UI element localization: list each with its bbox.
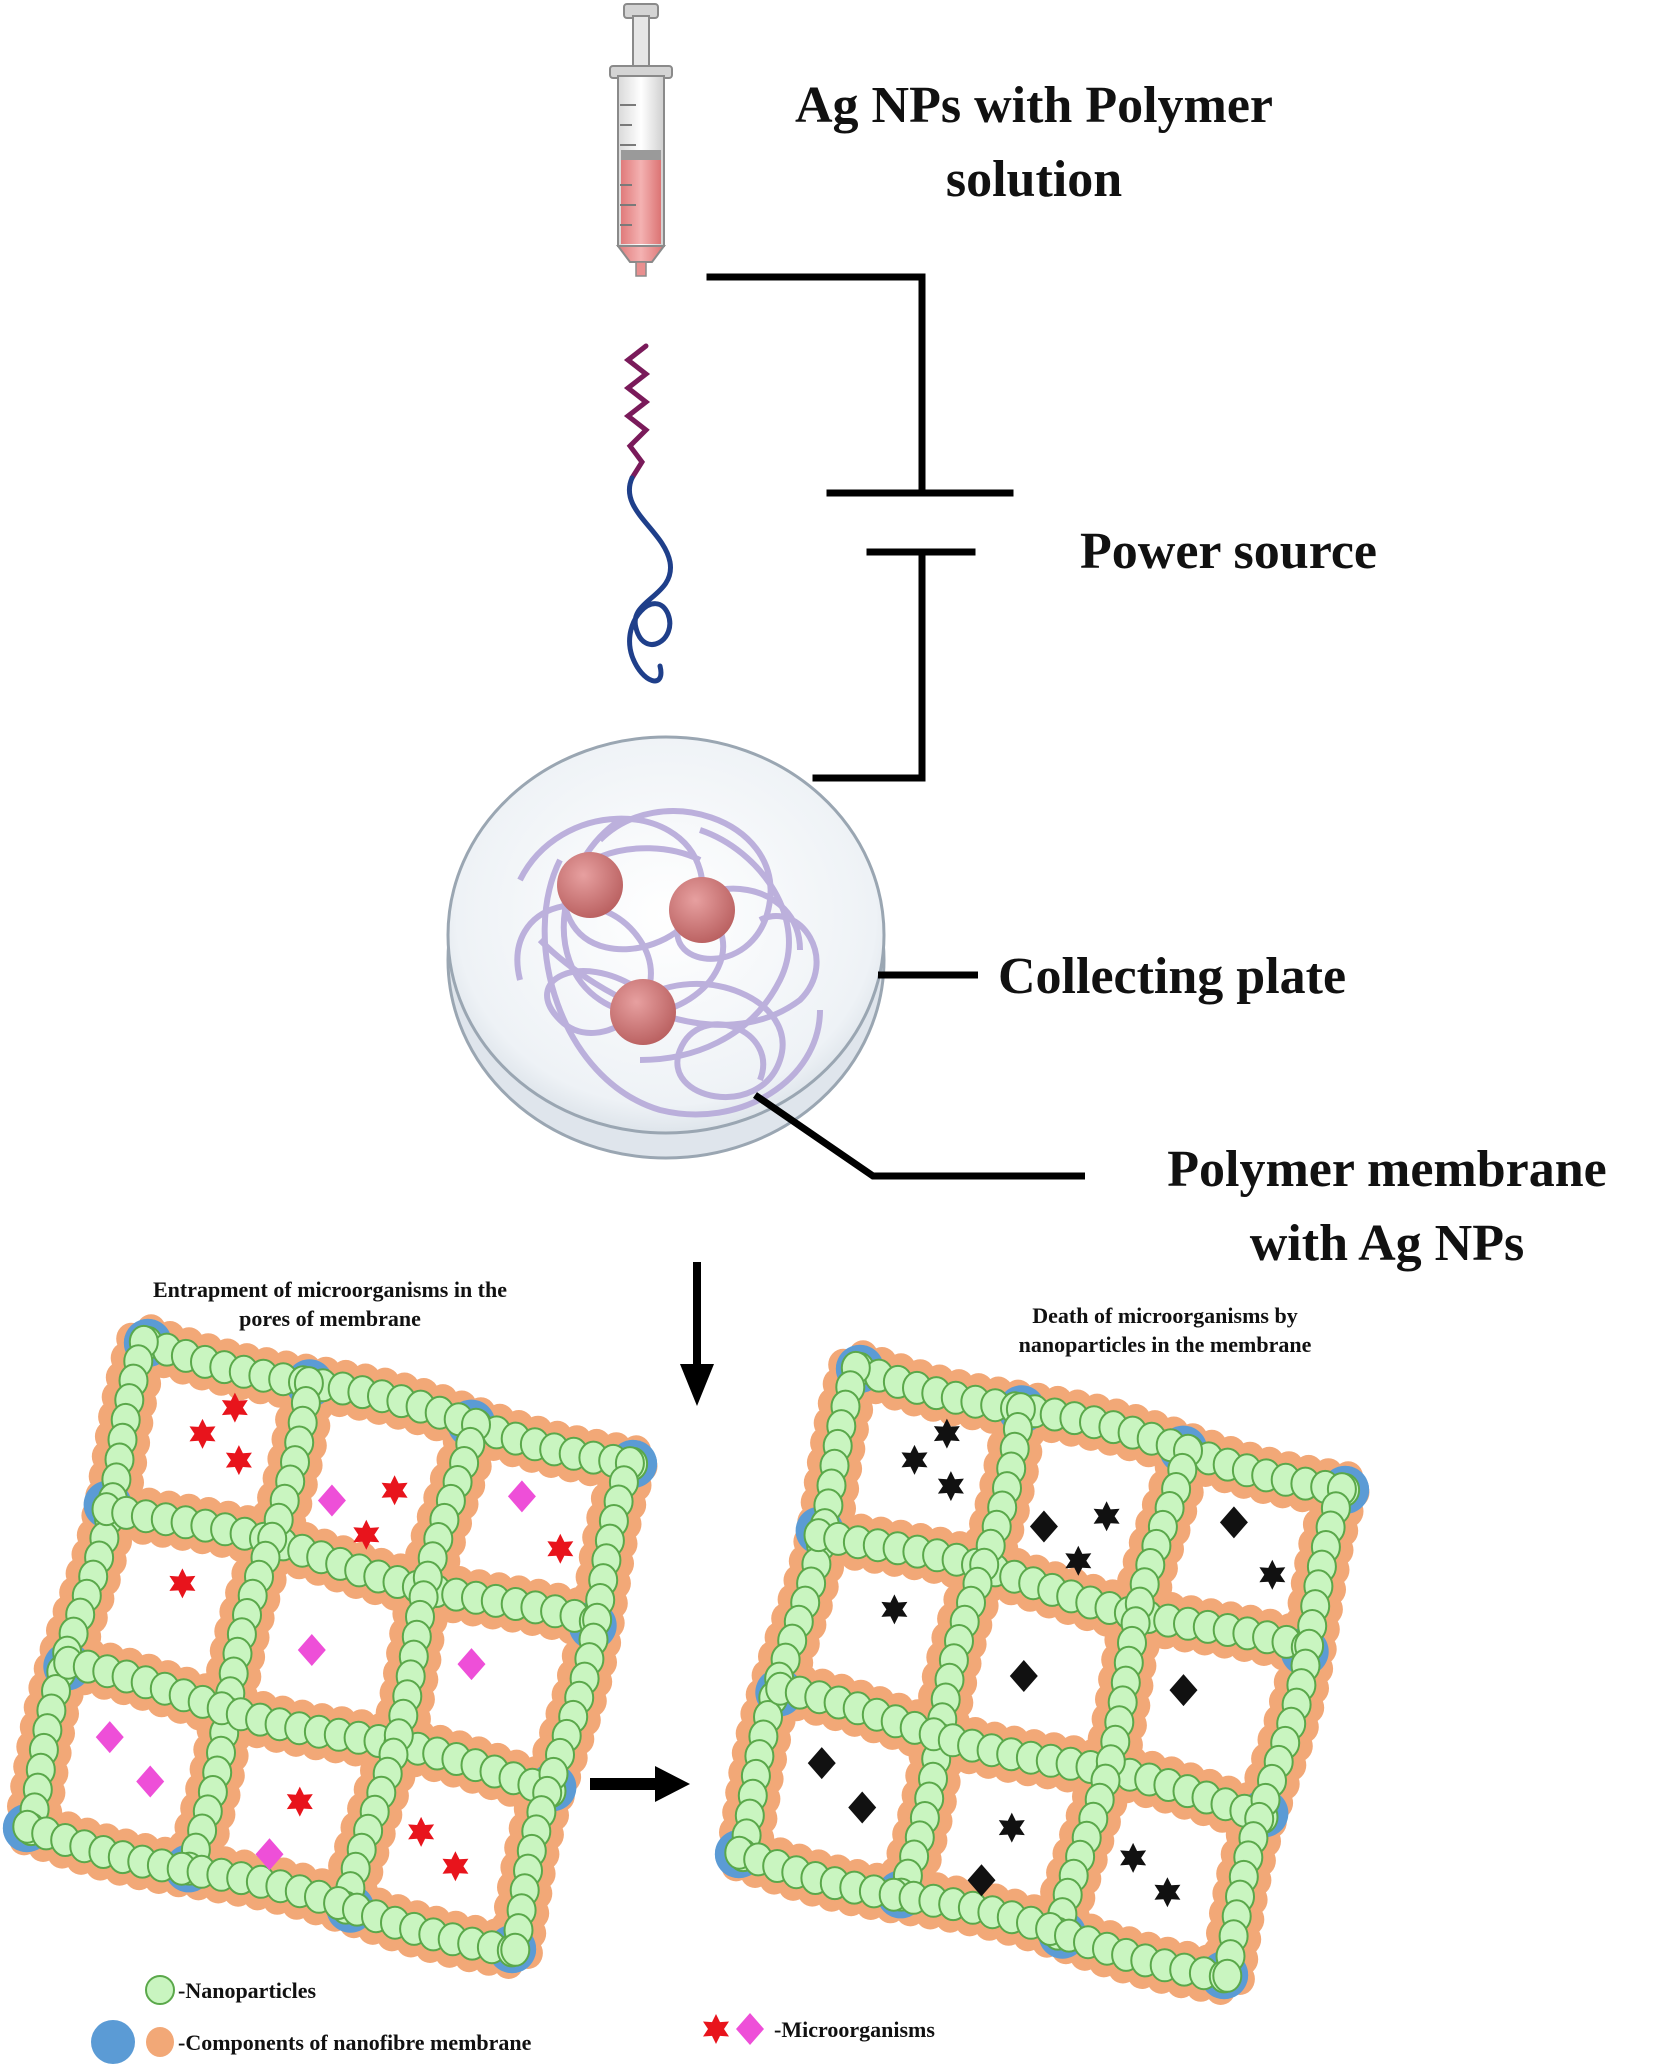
fibre-components: [714, 1340, 1370, 2005]
legend-pink-microbe-icon: [736, 2013, 764, 2045]
nanoparticle: [500, 1932, 531, 1967]
syringe-icon: [609, 3, 673, 277]
solution-label-line1: Ag NPs with Polymer: [795, 77, 1273, 134]
legend-microorganisms-label: -Microorganisms: [774, 2017, 935, 2042]
polymer-jet: [623, 343, 673, 684]
membrane-label-line1: Polymer membrane: [1167, 1141, 1606, 1198]
membrane-pointer: [753, 1092, 1085, 1180]
legend-blue-component-icon: [91, 2020, 135, 2064]
live-microbe-star: [225, 1445, 252, 1476]
left-panel-title-line1: Entrapment of microorganisms in the: [153, 1277, 507, 1302]
legend-nanoparticles-label: -Nanoparticles: [178, 1978, 317, 2003]
live-microbe-diamond: [95, 1721, 124, 1754]
nanoparticle: [1212, 1958, 1243, 1993]
right-panel-title-line1: Death of microorganisms by: [1032, 1303, 1297, 1328]
right-panel-title-line2: nanoparticles in the membrane: [1019, 1332, 1312, 1357]
live-microbe-star: [381, 1475, 408, 1506]
power-circuit: [706, 273, 1014, 782]
fibre-nanoparticles: [724, 1350, 1361, 1994]
legend: -Nanoparticles -Components of nanofibre …: [91, 1975, 935, 2064]
live-microbe-star: [408, 1816, 435, 1847]
live-microbe-star: [353, 1519, 380, 1550]
dead-microbe-diamond: [1219, 1506, 1248, 1539]
dead-microbe-star: [937, 1471, 964, 1502]
dead-microbe-diamond: [848, 1791, 877, 1824]
live-microbe-diamond: [457, 1648, 486, 1681]
power-source-label: Power source: [1080, 523, 1377, 580]
solution-label-line2: solution: [946, 151, 1122, 208]
dead-microbe-star: [1154, 1877, 1181, 1908]
live-microbe-diamond: [136, 1765, 165, 1798]
membrane-live-microbes: [2, 1314, 658, 1979]
microorganisms: [807, 1418, 1286, 1908]
dead-microbe-diamond: [1029, 1510, 1058, 1543]
fibre-components: [2, 1314, 658, 1979]
dead-microbe-diamond: [1009, 1660, 1038, 1693]
nanofibre-tangle: [514, 808, 823, 1118]
left-panel-title-line2: pores of membrane: [239, 1306, 421, 1331]
live-microbe-star: [547, 1533, 574, 1564]
dead-microbe-star: [933, 1418, 960, 1449]
legend-red-microbe-icon: [703, 2014, 729, 2044]
live-microbe-star: [286, 1786, 313, 1817]
live-microbe-diamond: [255, 1838, 284, 1871]
dead-microbe-star: [1093, 1501, 1120, 1532]
down-arrow-icon: [680, 1262, 714, 1406]
right-arrow-icon: [590, 1766, 690, 1802]
dead-microbe-star: [1065, 1545, 1092, 1576]
live-microbe-diamond: [297, 1634, 326, 1667]
collecting-plate: [446, 735, 886, 1160]
live-microbe-diamond: [507, 1480, 536, 1513]
live-microbe-star: [221, 1392, 248, 1423]
legend-nanoparticle-icon: [145, 1975, 175, 2005]
microorganisms: [95, 1392, 574, 1882]
legend-components-label: -Components of nanofibre membrane: [178, 2030, 532, 2055]
membrane-dead-microbes: [714, 1340, 1370, 2005]
dead-microbe-diamond: [807, 1747, 836, 1780]
legend-orange-component-icon: [146, 2027, 174, 2057]
dead-microbe-diamond: [967, 1864, 996, 1897]
live-microbe-star: [169, 1568, 196, 1599]
collecting-plate-label: Collecting plate: [998, 948, 1346, 1005]
dead-microbe-star: [881, 1594, 908, 1625]
dead-microbe-star: [1120, 1842, 1147, 1873]
dead-microbe-star: [901, 1444, 928, 1475]
live-microbe-star: [189, 1418, 216, 1449]
live-microbe-diamond: [317, 1484, 346, 1517]
membrane-label-line2: with Ag NPs: [1250, 1215, 1524, 1272]
live-microbe-star: [442, 1851, 469, 1882]
silver-nanoparticles: [557, 852, 735, 1045]
dead-microbe-star: [1259, 1559, 1286, 1590]
dead-microbe-star: [998, 1812, 1025, 1843]
dead-microbe-diamond: [1169, 1674, 1198, 1707]
fibre-nanoparticles: [12, 1324, 649, 1968]
